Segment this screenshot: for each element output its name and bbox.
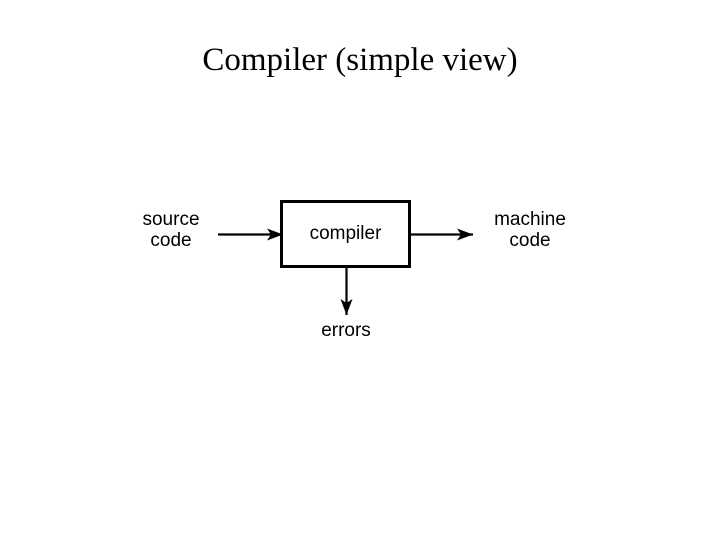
errors-label: errors: [321, 320, 371, 341]
source-code-label-line-1: source: [142, 209, 200, 230]
source-code-label: source code: [123, 209, 219, 251]
machine-code-label: machine code: [474, 209, 586, 251]
page-title: Compiler (simple view): [202, 42, 518, 79]
machine-code-label-line-1: machine: [494, 209, 566, 230]
arrow-compiler-to-machine: [410, 228, 473, 241]
arrow-source-to-compiler: [218, 228, 283, 241]
machine-code-label-line-2: code: [509, 230, 551, 251]
compiler-box-label: compiler: [309, 223, 382, 244]
compiler-box: [280, 200, 411, 268]
source-code-label-line-2: code: [150, 230, 192, 251]
arrow-compiler-to-errors: [340, 266, 353, 315]
